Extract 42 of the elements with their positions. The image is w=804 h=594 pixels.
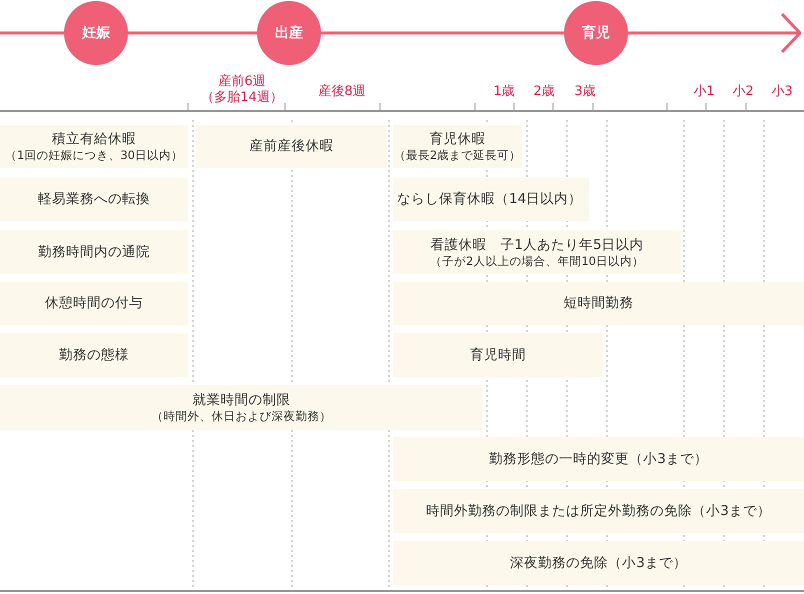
period-bar xyxy=(393,282,804,325)
bar-note: （1回の妊娠につき、30日以内） xyxy=(5,148,183,162)
timeline-label: 小2 xyxy=(731,84,755,100)
bar-title: 育児休暇 xyxy=(430,131,486,148)
period-bar xyxy=(393,333,603,377)
bar-title: 勤務時間内の通院 xyxy=(38,244,150,260)
bar-title: 就業時間の制限 xyxy=(192,392,290,409)
bar-title: 深夜勤務の免除（小3まで） xyxy=(510,554,687,572)
timeline-label: 3歳 xyxy=(573,84,597,100)
timeline-label: 小3 xyxy=(770,84,794,100)
period-bar xyxy=(0,385,483,430)
bar-title: 育児時間 xyxy=(470,346,526,364)
timeline-label: 1歳 xyxy=(492,84,516,100)
period-bar xyxy=(393,178,589,221)
timeline-label: 産前6週（多胎14週） xyxy=(200,74,284,106)
period-bar xyxy=(393,230,681,274)
bar-note: （子が2人以上の場合、年間10日以内） xyxy=(430,254,644,268)
bar-title: 時間外勤務の制限または所定外勤務の免除（小3まで） xyxy=(426,502,771,520)
period-bar xyxy=(393,541,804,585)
bar-title: 勤務形態の一時的変更（小3まで） xyxy=(489,450,708,468)
bar-title: 積立有給休暇 xyxy=(52,131,136,148)
timeline-label: 産後8週 xyxy=(317,84,367,100)
bar-note: （時間外、休日および深夜勤務） xyxy=(152,409,332,423)
bar-title: 勤務の態様 xyxy=(59,346,129,364)
bar-title: 看護休暇 子1人あたり年5日以内 xyxy=(430,236,644,254)
timeline-label: 小1 xyxy=(692,84,716,100)
bar-note: （最長2歳まで延長可） xyxy=(394,148,522,162)
period-bar xyxy=(393,437,804,481)
bar-title: 休憩時間の付与 xyxy=(45,295,143,312)
stage-circle: 育児 xyxy=(564,1,628,65)
bar-title: 軽易業務への転換 xyxy=(38,191,150,208)
bar-title: 短時間勤務 xyxy=(564,295,634,312)
stage-circle: 出産 xyxy=(257,1,321,65)
timeline-line xyxy=(128,32,257,34)
period-bar xyxy=(196,125,387,168)
timeline-arrow xyxy=(628,12,802,54)
stage-circle: 妊娠 xyxy=(64,1,128,65)
timeline-line xyxy=(321,32,564,34)
bar-title: 産前産後休暇 xyxy=(250,138,334,155)
bar-title: ならし保育休暇（14日以内） xyxy=(397,191,582,208)
timeline-label: 2歳 xyxy=(532,84,556,100)
timeline-line xyxy=(0,32,64,34)
